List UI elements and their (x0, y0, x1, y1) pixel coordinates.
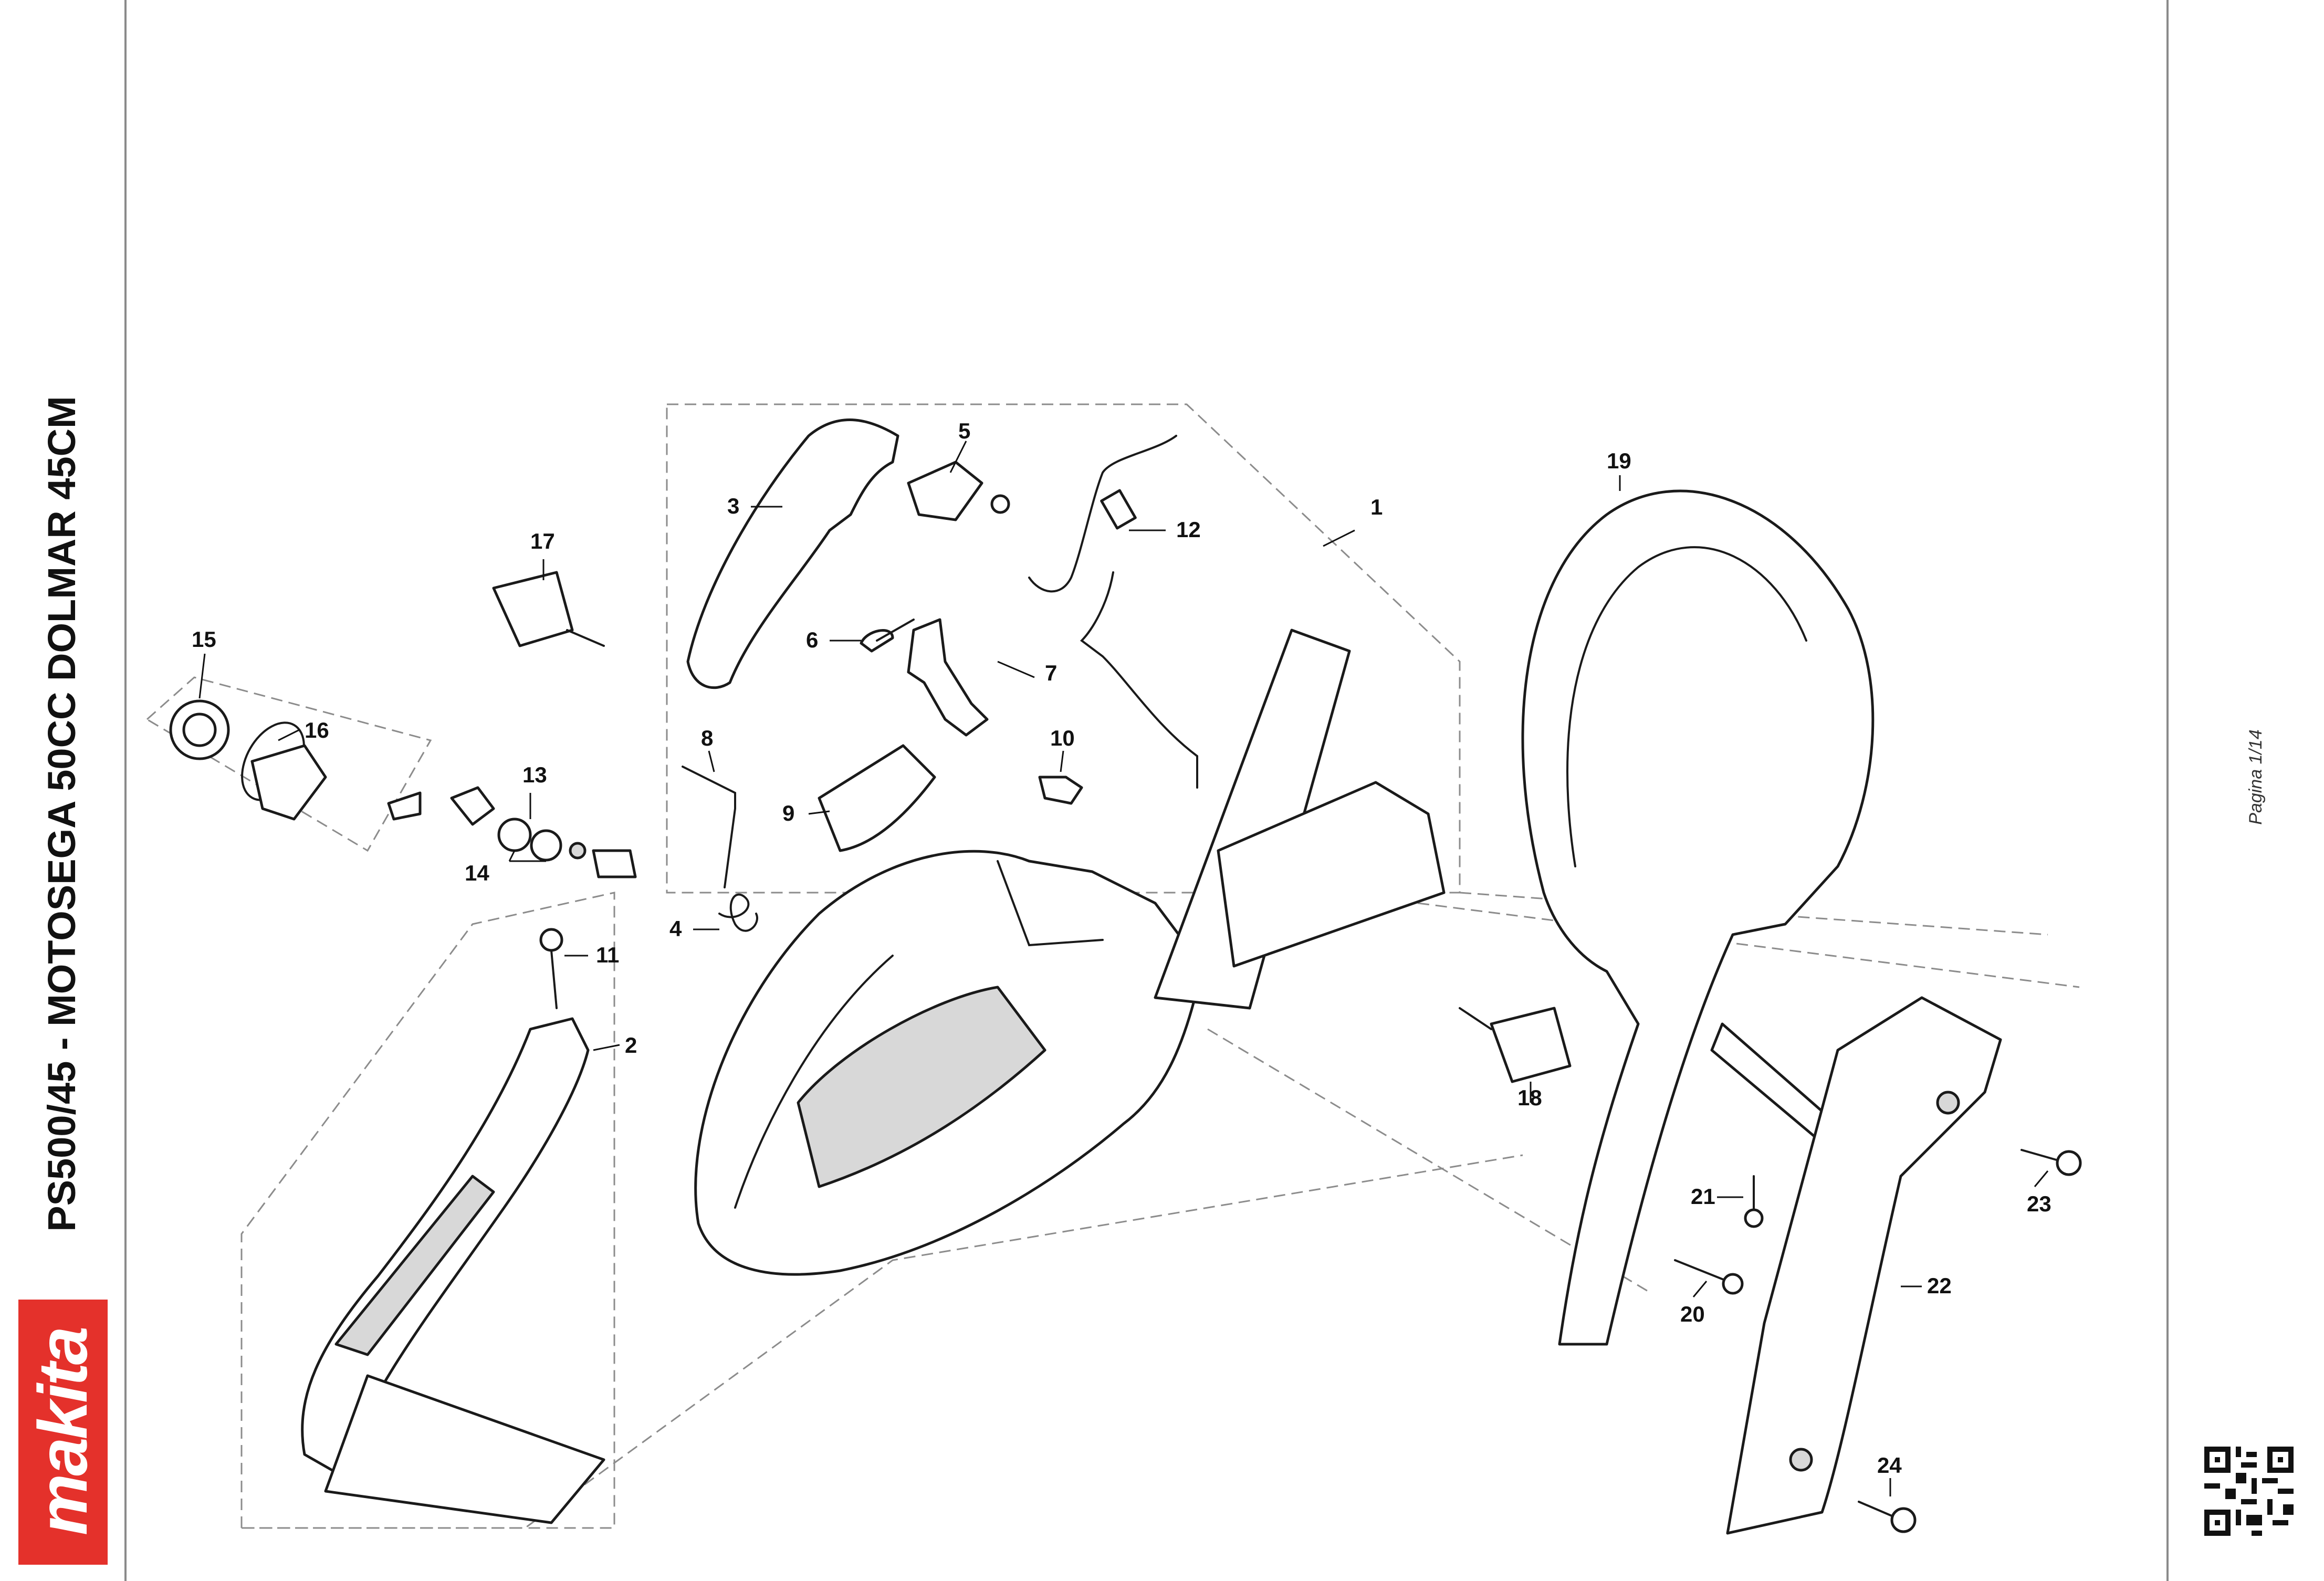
leader-9 (808, 810, 830, 815)
leader-20 (1692, 1281, 1708, 1297)
callout-18: 18 (1517, 1085, 1542, 1110)
callout-8: 8 (701, 726, 713, 750)
bushing (1038, 776, 1083, 805)
leader-2 (593, 1044, 620, 1051)
callout-17: 17 (530, 529, 555, 553)
leader-7 (997, 661, 1035, 678)
callout-14: 14 (465, 861, 489, 885)
callout-12: 12 (1176, 517, 1201, 542)
torsion-spring (718, 893, 758, 932)
trigger-lock-assembly (860, 460, 1010, 737)
leader-8 (708, 750, 715, 772)
group-outline-bottom (242, 1154, 1523, 1529)
spring-rod (682, 766, 736, 888)
callout-4: 4 (669, 916, 682, 941)
callout-23: 23 (2027, 1191, 2051, 1216)
trigger-cover (818, 744, 936, 852)
fuel-filler-cap (169, 699, 327, 821)
callout-7: 7 (1045, 661, 1057, 685)
leader-5 (949, 441, 967, 473)
makita-logo: makita (18, 1300, 108, 1565)
group-outline-lower (240, 892, 615, 1529)
callout-1: 1 (1370, 495, 1383, 519)
screw-23 (2021, 1149, 2082, 1176)
callout-24: 24 (1877, 1453, 1902, 1478)
left-margin-rule (124, 0, 127, 1581)
callout-2: 2 (625, 1033, 637, 1058)
callout-3: 3 (727, 494, 739, 518)
right-margin-rule (2166, 0, 2169, 1581)
callout-19: 19 (1607, 448, 1631, 473)
rubber-buffer-upper (492, 571, 605, 647)
lower-handle-guard (301, 1017, 605, 1524)
callout-21: 21 (1691, 1184, 1715, 1209)
callout-11: 11 (596, 943, 619, 967)
callout-13: 13 (522, 762, 547, 787)
rear-handle-housing (694, 629, 1446, 1276)
callout-20: 20 (1680, 1302, 1705, 1326)
callout-9: 9 (782, 801, 794, 825)
callout-6: 6 (806, 627, 818, 652)
screw-21 (1744, 1175, 1764, 1228)
rubber-buffer-lower (1459, 1007, 1572, 1083)
leader-16 (278, 729, 300, 741)
front-handle-bar (1521, 489, 1875, 1346)
screw-11 (539, 928, 563, 1009)
group-outline-handle (666, 403, 1461, 894)
hand-guard (1726, 996, 2002, 1535)
leader-23 (2034, 1170, 2049, 1187)
screw-24 (1858, 1501, 1917, 1533)
leader-10 (1060, 750, 1064, 772)
callout-15: 15 (192, 627, 216, 652)
qr-code-icon (2204, 1447, 2294, 1536)
leader-1 (1323, 529, 1355, 547)
callout-5: 5 (958, 418, 970, 443)
fuel-pickup-parts (387, 786, 637, 878)
leader-15 (198, 653, 206, 699)
callout-22: 22 (1927, 1273, 1952, 1298)
stop-switch-wire (1028, 435, 1198, 789)
callout-16: 16 (305, 718, 329, 742)
screw-20 (1674, 1259, 1744, 1295)
throttle-trigger (686, 418, 899, 689)
leader-14 (508, 850, 546, 862)
callout-10: 10 (1050, 726, 1075, 750)
